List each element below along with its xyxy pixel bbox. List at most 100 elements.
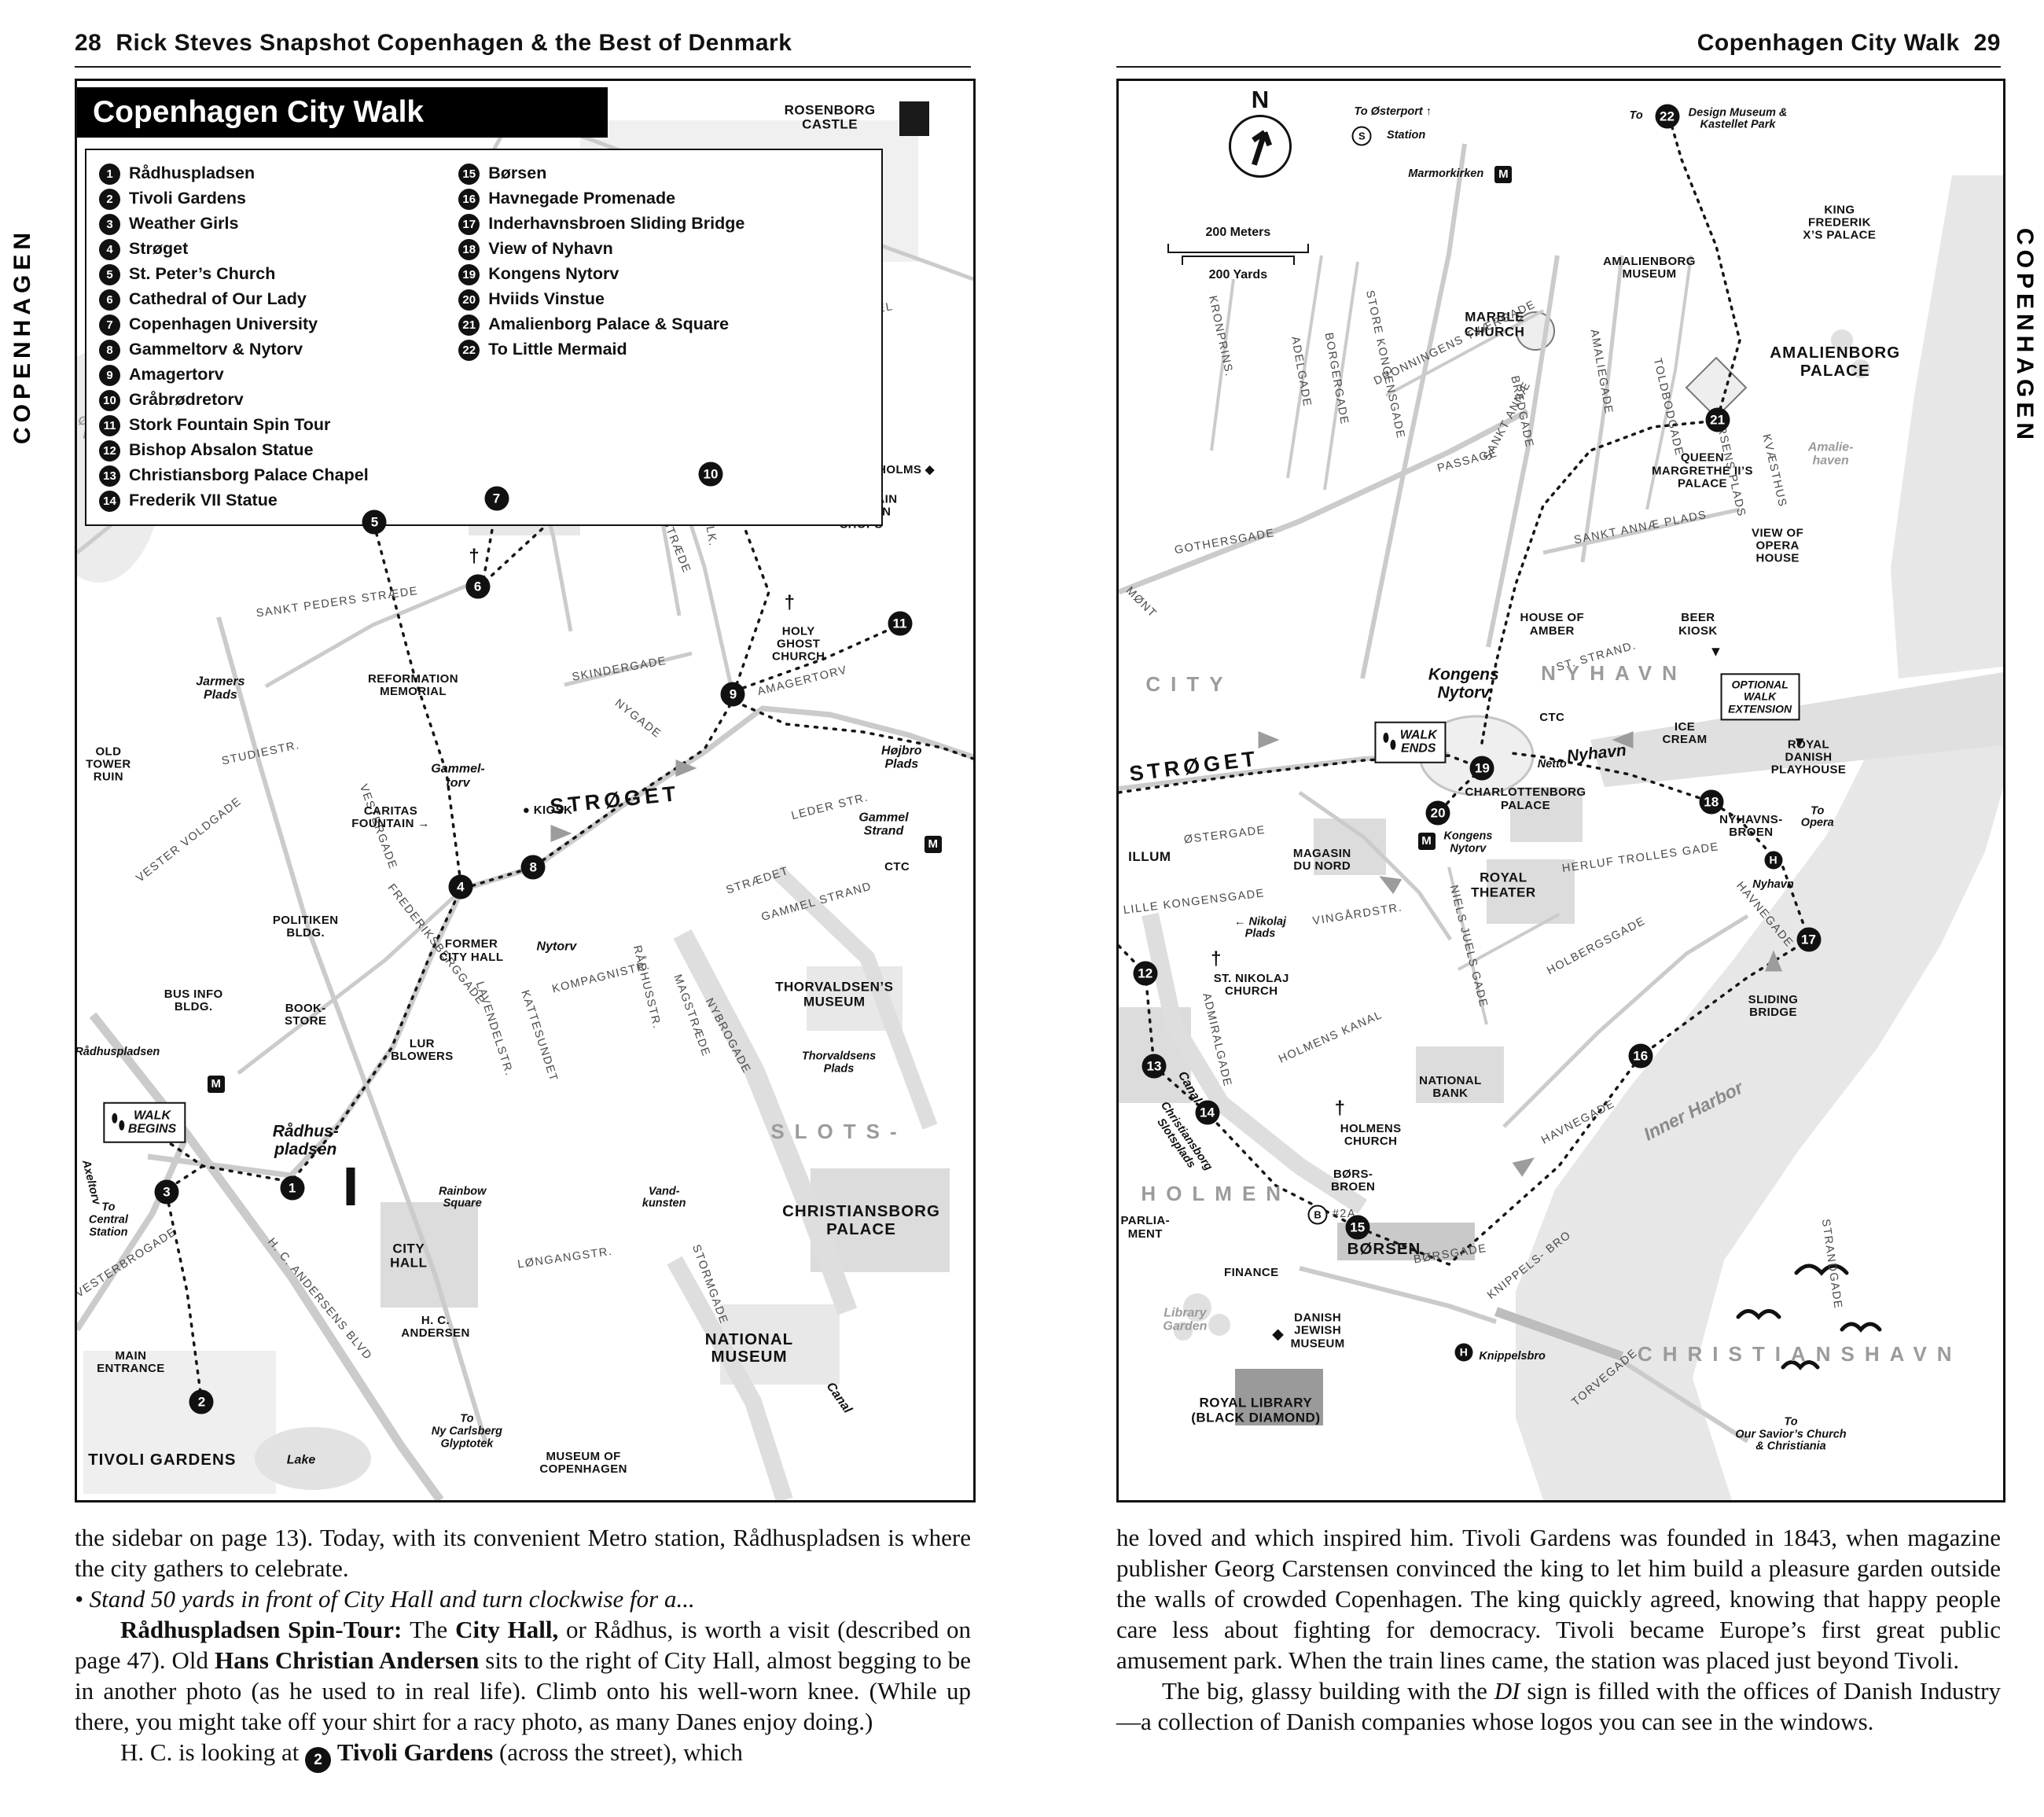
harbor-bus-icon: H [1764,851,1782,870]
text-run: sits to the right of City Hall, almost b… [75,1646,972,1735]
map-label: ROYAL DANISH PLAYHOUSE [1770,737,1847,778]
map-label: Knippelsbro [1479,1349,1546,1363]
map-label: ← Nikolaj Plads [1233,914,1287,940]
text-run: DI [1494,1677,1520,1705]
map-label: H. C. ANDERSEN [401,1313,470,1340]
map-label: Netto [1537,758,1567,771]
legend-stop-label: Gråbrødretorv [129,390,244,409]
legend-stop-number: 9 [99,365,120,386]
map-label: BUS INFO BLDG. [164,987,223,1013]
left-page-number: 28 [75,30,102,56]
legend-stop-number: 4 [99,239,120,260]
map-label: CITY HALL [390,1241,428,1271]
map-label: To Ny Carlsberg Glyptotek [431,1412,503,1451]
direction-arrow-icon [1258,730,1280,749]
map-label: Kongens Nytorv [1443,829,1493,855]
map-label: TIVOLI GARDENS [88,1451,237,1469]
legend-stop-label: Strøget [129,239,189,258]
map-label: POLITIKEN BLDG. [272,913,339,940]
legend-stop-label: Havnegade Promenade [488,189,676,208]
map-label: BØRSEN [1347,1239,1421,1258]
text-run: or Rådhus, is worth a visit (described o… [75,1616,971,1674]
body-text-left: the sidebar on page 13). Today, with its… [75,1522,971,1773]
stop-number-inline: 2 [305,1747,332,1773]
side-tab-copenhagen-left: COPENHAGEN [9,228,35,445]
body-paragraph: Rådhuspladsen Spin-Tour: The City Hall, … [75,1614,971,1737]
body-paragraph: he loved and which inspired him. Tivoli … [1116,1522,2001,1675]
map-stop-marker: 16 [1628,1043,1653,1068]
map-label: CTC [1539,711,1565,725]
scale-meters-label: 200 Meters [1205,226,1271,240]
map-label: ICE CREAM [1662,720,1708,747]
legend-stop-number: 17 [458,214,480,235]
map-label: Rainbow Square [438,1184,487,1210]
legend-item: 17 Inderhavnsbroen Sliding Bridge [458,213,873,235]
legend-stop-label: Hviids Vinstue [488,289,605,308]
scale-yards-bar [1181,256,1296,266]
legend-stop-label: View of Nyhavn [488,239,613,258]
legend-stop-label: Amalienborg Palace & Square [488,314,730,333]
legend-stop-number: 7 [99,314,120,336]
map-stop-marker: 3 [154,1179,179,1205]
map-label: THORVALDSEN’S MUSEUM [775,980,894,1010]
map-label: PARLIA- MENT [1120,1214,1171,1241]
map-label: REFORMATION MEMORIAL [368,671,458,698]
map-label: Rådhus- pladsen [272,1122,339,1159]
map-stop-marker: 14 [1195,1100,1219,1125]
map-label: CHARLOTTENBORG PALACE [1465,785,1586,812]
text-run: sign is filled with the offices of Danis… [1116,1677,2001,1735]
legend-stop-number: 14 [99,491,120,512]
canal-layer [667,865,938,1500]
body-paragraph: The big, glassy building with the DI sig… [1116,1675,2001,1737]
map-stop-marker: 4 [448,874,473,899]
text-run: Rådhuspladsen Spin-Tour: [120,1616,410,1643]
body-text-right: he loved and which inspired him. Tivoli … [1116,1522,2001,1737]
legend-stop-label: Inderhavnsbroen Sliding Bridge [488,214,745,233]
map-label: ILLUM [1128,849,1171,865]
city-hall-tower-icon [346,1168,355,1206]
map-label: Jarmers Plads [196,675,245,702]
map-label: HOLMENS CHURCH [1340,1121,1402,1149]
map-label: BØRS- BROEN [1331,1167,1376,1194]
map-stop-marker: 2 [189,1389,214,1414]
church-cross-icon: † [1211,948,1222,970]
map-label: MARBLE CHURCH [1464,310,1525,340]
legend-stop-number: 21 [458,314,480,336]
legend-stop-number: 13 [99,465,120,487]
scale-meters-bar [1167,244,1309,254]
legend-stop-number: 2 [99,189,120,210]
map-label: OPTIONAL WALK EXTENSION [1720,673,1800,721]
map-label: Rådhuspladsen [75,1046,160,1059]
scale-yards-label: 200 Yards [1208,268,1268,282]
map-label: Vand- kunsten [642,1184,686,1210]
map-stop-marker: 6 [465,574,491,599]
map-label: Gammel Strand [858,811,909,838]
map-label: OLD TOWER RUIN [86,745,131,785]
legend-stop-number: 3 [99,214,120,235]
legend-stop-label: Børsen [488,164,547,182]
map-label: Nytorv [536,940,577,954]
body-paragraph: H. C. is looking at 2 Tivoli Gardens (ac… [75,1737,971,1773]
body-paragraph: • Stand 50 yards in front of City Hall a… [75,1583,971,1614]
legend-stop-number: 19 [458,264,480,285]
map-stop-marker: 21 [1705,407,1730,432]
legend-stop-label: Bishop Absalon Statue [129,440,314,459]
right-page-number: 29 [1973,30,2001,56]
map-label: Marmorkirken [1408,167,1484,181]
map-label: QUEEN MARGRETHE II’S PALACE [1652,451,1753,491]
church-cross-icon: † [1334,1097,1345,1119]
header-rule-left [75,66,971,68]
legend-stop-number: 15 [458,164,480,185]
map-label: DANISH JEWISH MUSEUM [1290,1311,1345,1351]
metro-icon: M [1494,166,1513,184]
map-title-banner: Copenhagen City Walk [77,87,608,138]
metro-icon: M [924,836,942,854]
map-scale: 200 Meters 200 Yards [1167,226,1309,282]
text-run: Hans Christian Andersen [214,1646,480,1674]
